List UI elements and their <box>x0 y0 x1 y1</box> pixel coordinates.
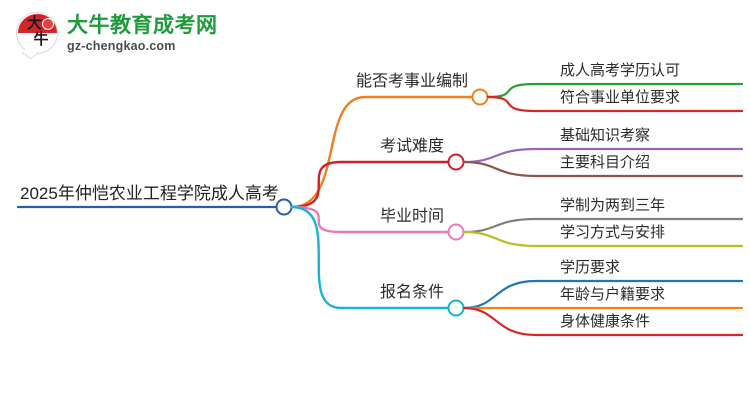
leaf-node-label-2-1[interactable]: 学习方式与安排 <box>560 224 666 241</box>
branch-node-label-0[interactable]: 能否考事业编制 <box>355 73 468 90</box>
logo-glyph-bottom: 牛 <box>33 31 48 48</box>
branch-node-circle-3[interactable] <box>447 299 465 317</box>
branch-node-circle-0[interactable] <box>471 88 489 106</box>
branch-node-label-3[interactable]: 报名条件 <box>379 284 444 301</box>
leaf-node-label-3-2[interactable]: 身体健康条件 <box>560 313 651 330</box>
site-logo[interactable]: 大 牛 大牛教育成考网 gz-chengkao.com <box>16 12 218 60</box>
leaf-node-label-1-1[interactable]: 主要科目介绍 <box>560 154 651 171</box>
leaf-node-label-2-0[interactable]: 学制为两到三年 <box>560 197 666 214</box>
logo-brand-name: 大牛教育成考网 <box>67 14 218 38</box>
logo-brand-url: gz-chengkao.com <box>67 39 176 54</box>
branch-connector-1 <box>290 160 450 209</box>
logo-text-block: 大牛教育成考网 gz-chengkao.com <box>67 15 218 53</box>
leaf-node-label-0-0[interactable]: 成人高考学历认可 <box>560 62 681 79</box>
leaf-node-label-0-1[interactable]: 符合事业单位要求 <box>560 89 681 106</box>
branch-node-label-2[interactable]: 毕业时间 <box>379 208 444 225</box>
branch-node-circle-2[interactable] <box>447 223 465 241</box>
branch-node-label-1[interactable]: 考试难度 <box>379 138 444 155</box>
logo-glyph-top: 大 <box>26 15 42 32</box>
logo-glyph-text: 大 牛 <box>16 16 58 47</box>
logo-red-dot-icon <box>42 18 54 30</box>
root-node-label[interactable]: 2025年仲恺农业工程学院成人高考 <box>20 184 279 203</box>
leaf-node-label-3-1[interactable]: 年龄与户籍要求 <box>560 286 666 303</box>
branch-node-circle-1[interactable] <box>447 153 465 171</box>
leaf-node-label-1-0[interactable]: 基础知识考察 <box>560 127 651 144</box>
speech-bubble-logo-icon: 大 牛 <box>16 12 60 60</box>
leaf-node-label-3-0[interactable]: 学历要求 <box>560 259 621 276</box>
